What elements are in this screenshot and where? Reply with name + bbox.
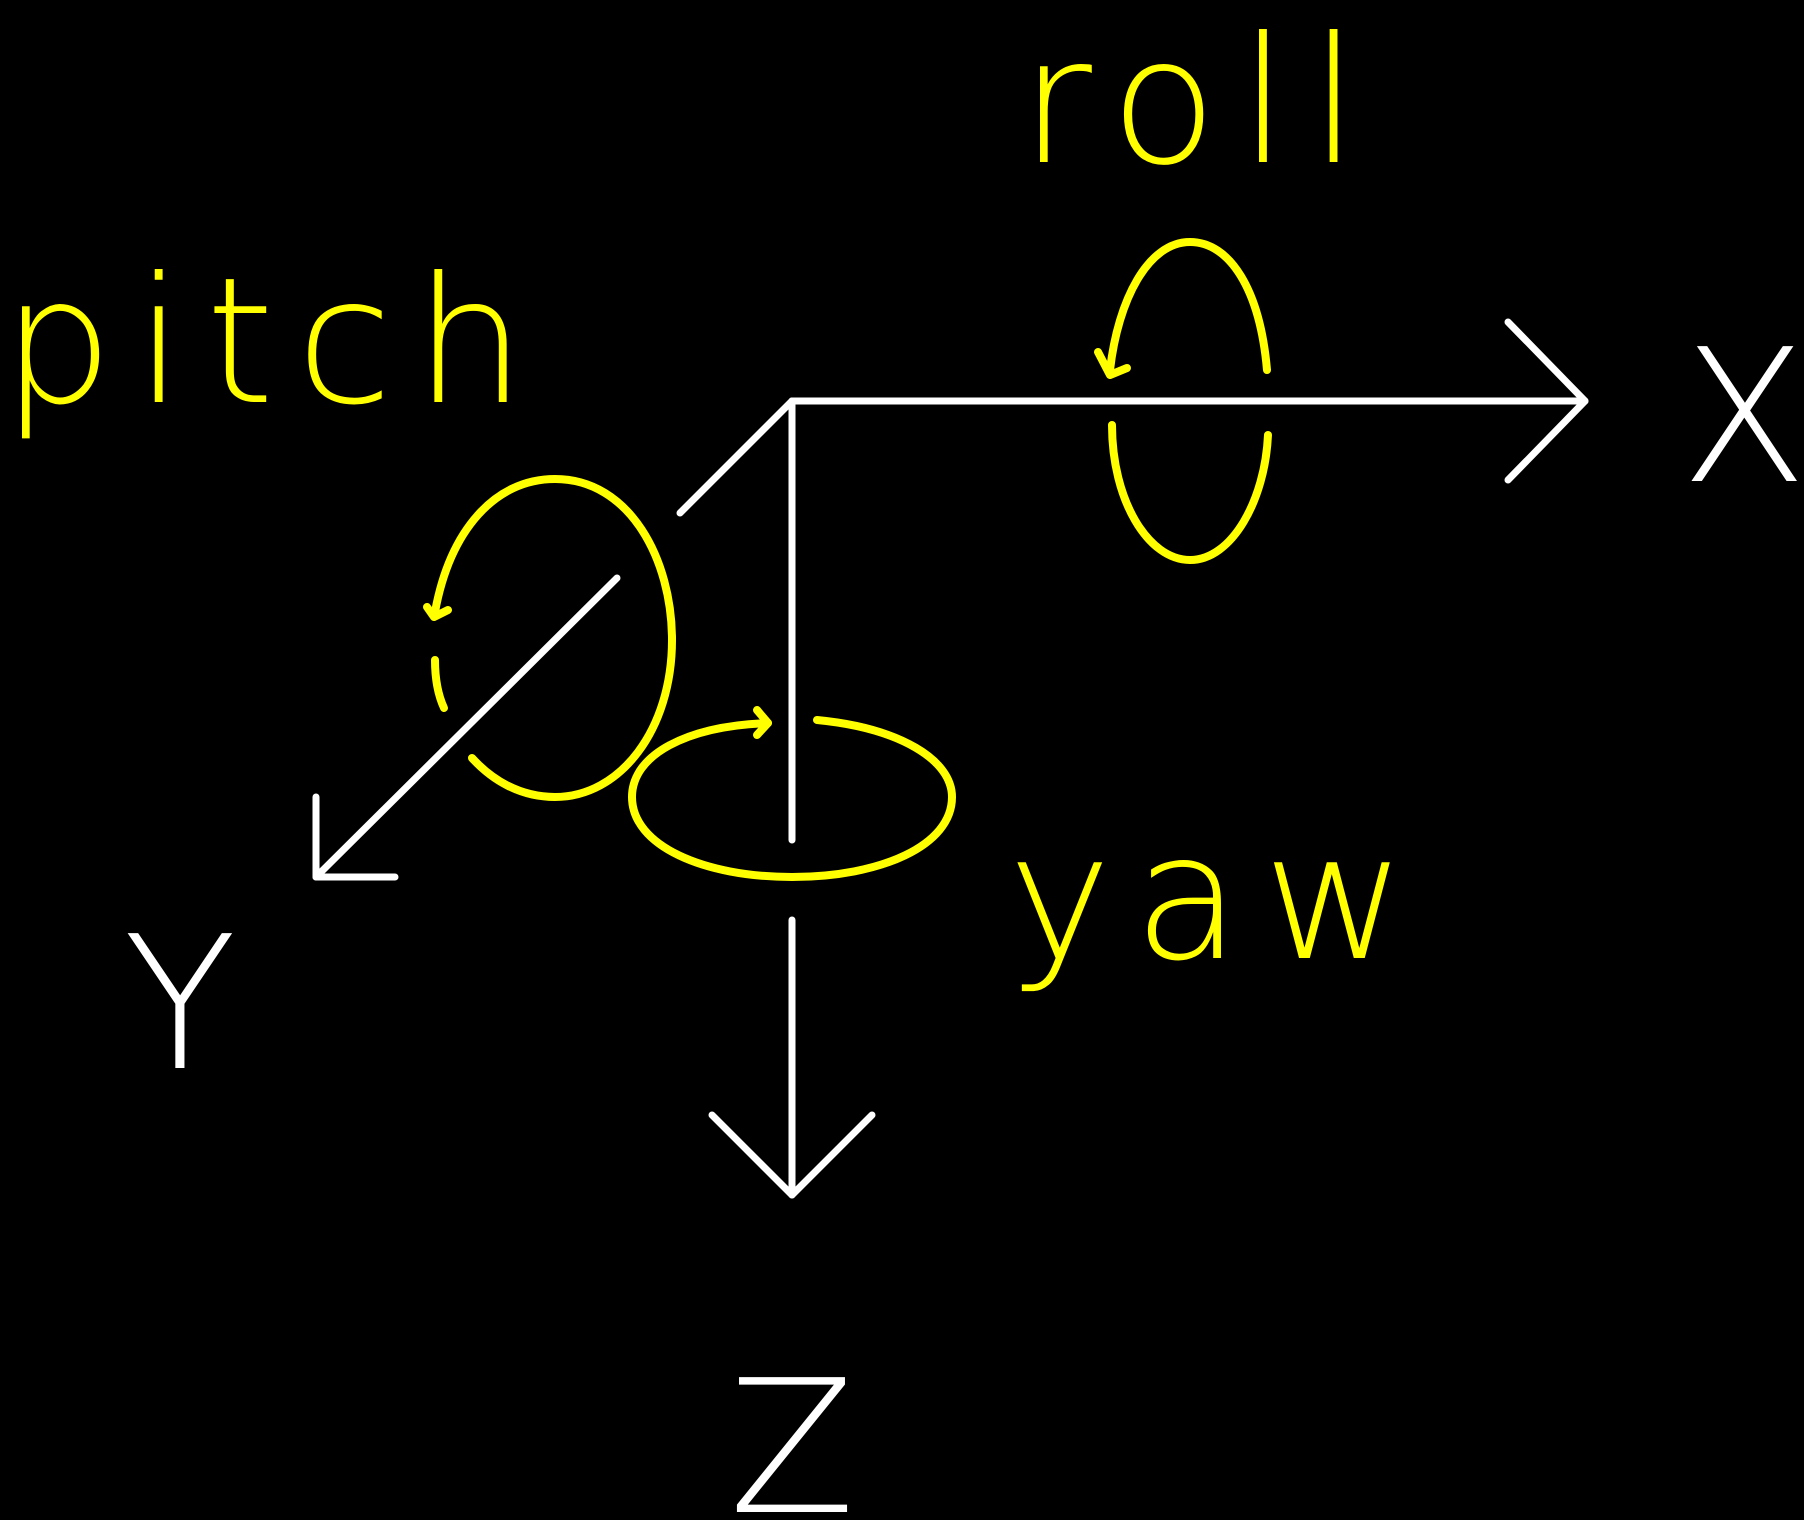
y-axis-label: Y — [123, 896, 236, 1112]
roll-arc-lower — [1108, 421, 1272, 564]
pitch-curved-arrow-icon — [431, 475, 676, 801]
yaw-label: yaw — [1008, 797, 1428, 1000]
y-axis-shaft — [312, 574, 621, 881]
x-axis-arrowhead-icon — [1504, 318, 1589, 484]
axis-labels: X Y Z — [123, 309, 1804, 1520]
roll-arrow — [1094, 238, 1272, 564]
y-axis — [312, 397, 796, 881]
rotation-labels: roll pitch yaw — [2, 1, 1428, 1000]
z-axis — [708, 397, 876, 1199]
coordinate-axes — [312, 318, 1589, 1199]
yaw-arrowhead-icon — [753, 706, 772, 739]
x-axis — [788, 318, 1589, 484]
pitch-label: pitch — [2, 241, 547, 444]
roll-curved-arrow-icon — [1106, 238, 1271, 374]
roll-label: roll — [1020, 1, 1380, 204]
yaw-curved-arrow-icon — [628, 716, 956, 881]
y-axis-arrowhead-icon — [312, 793, 399, 881]
y-axis-shaft-back — [676, 397, 796, 517]
roll-arrowhead-icon — [1094, 348, 1131, 379]
pitch-arrow — [423, 475, 676, 801]
yaw-arrow — [628, 706, 956, 881]
z-axis-arrowhead-icon — [708, 1111, 876, 1199]
x-axis-label: X — [1681, 309, 1804, 525]
rotation-arrows — [423, 238, 1272, 881]
pitch-arrowhead-icon — [423, 603, 452, 621]
pitch-arc-dash — [431, 656, 448, 712]
z-axis-label: Z — [729, 1340, 856, 1520]
